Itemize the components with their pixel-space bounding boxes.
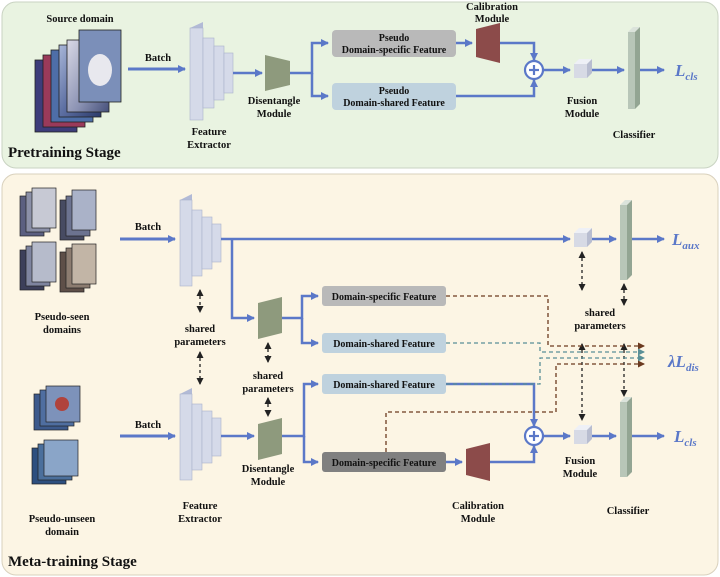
pseudo-unseen-images <box>31 385 81 485</box>
pretrain-feature-extractor-label-2: Extractor <box>187 140 231 151</box>
pretrain-specific-label-1: Pseudo <box>379 33 410 44</box>
pretrain-calibration-label-2: Module <box>475 14 510 25</box>
pretrain-specific-label-2: Domain-specific Feature <box>342 45 447 56</box>
meta-bottom-specific-label: Domain-specific Feature <box>332 458 437 469</box>
source-domain-images <box>34 29 122 133</box>
meta-bottom-disentangle-module <box>258 418 282 460</box>
meta-bottom-classifier <box>620 397 632 477</box>
meta-training-stage-title: Meta-training Stage <box>8 554 137 570</box>
pretrain-fusion-label-2: Module <box>565 109 600 120</box>
meta-classifier-label: Classifier <box>607 506 650 517</box>
pretrain-shared-label-2: Domain-shared Feature <box>343 98 445 109</box>
pretrain-calibration-module <box>476 23 500 63</box>
meta-top-shared-box <box>322 333 446 353</box>
meta-loss-aux: Laux <box>671 230 700 252</box>
pretrain-calibration-label-1: Calibration <box>466 2 518 13</box>
meta-feature-extractor-label-1: Feature <box>183 501 218 512</box>
pseudo-seen-images <box>19 187 97 293</box>
pretrain-fusion-module <box>574 59 592 78</box>
meta-batch-bottom-label: Batch <box>135 420 161 431</box>
shared-params-left-1: shared <box>185 324 215 335</box>
pretrain-disentangle-label-1: Disentangle <box>248 96 301 107</box>
meta-top-feature-extractor <box>179 194 222 287</box>
pretrain-loss-cls: Lcls <box>674 61 698 83</box>
pseudo-unseen-label-1: Pseudo-unseen <box>29 514 96 525</box>
meta-bottom-feature-extractor <box>179 388 222 481</box>
pretrain-batch-label: Batch <box>145 53 171 64</box>
pretrain-disentangle-label-2: Module <box>257 109 292 120</box>
pretrain-feature-extractor <box>189 22 234 121</box>
meta-top-specific-label: Domain-specific Feature <box>332 292 437 303</box>
pretrain-plus-icon <box>523 59 545 81</box>
pretraining-stage-title: Pretraining Stage <box>8 145 121 161</box>
meta-fusion-label-1: Fusion <box>565 456 596 467</box>
pretrain-fusion-label-1: Fusion <box>567 96 598 107</box>
pretrain-classifier <box>628 27 640 109</box>
shared-params-mid-2: parameters <box>242 384 293 395</box>
source-domain-label: Source domain <box>46 14 113 25</box>
meta-feature-extractor-label-2: Extractor <box>178 514 222 525</box>
meta-calibration-label-1: Calibration <box>452 501 504 512</box>
meta-bottom-specific-box <box>322 452 446 472</box>
meta-loss-cls: Lcls <box>673 427 697 449</box>
meta-top-shared-label: Domain-shared Feature <box>333 339 435 350</box>
meta-top-disentangle-module <box>258 297 282 339</box>
pretrain-classifier-label: Classifier <box>613 130 656 141</box>
shared-params-right-1: shared <box>585 308 615 319</box>
pretrain-specific-feature-box <box>332 30 456 57</box>
meta-plus-icon <box>523 425 545 447</box>
shared-params-mid-1: shared <box>253 371 283 382</box>
meta-top-specific-box <box>322 286 446 306</box>
meta-bottom-shared-label: Domain-shared Feature <box>333 380 435 391</box>
pseudo-seen-label-2: domains <box>43 325 81 336</box>
meta-loss-dis: λLdis <box>667 352 699 374</box>
pseudo-seen-label-1: Pseudo-seen <box>35 312 90 323</box>
meta-calibration-label-2: Module <box>461 514 496 525</box>
meta-disentangle-label-2: Module <box>251 477 286 488</box>
meta-batch-top-label: Batch <box>135 222 161 233</box>
shared-params-right-2: parameters <box>574 321 625 332</box>
pretrain-shared-label-1: Pseudo <box>379 86 410 97</box>
pretrain-feature-extractor-label-1: Feature <box>192 127 227 138</box>
meta-top-classifier <box>620 200 632 280</box>
meta-disentangle-label-1: Disentangle <box>242 464 295 475</box>
pretrain-shared-feature-box <box>332 83 456 110</box>
shared-params-left-2: parameters <box>174 337 225 348</box>
dis-dashed-lines <box>385 295 645 452</box>
meta-fusion-module <box>574 425 592 444</box>
meta-calibration-module <box>466 443 490 481</box>
pseudo-unseen-label-2: domain <box>45 527 79 538</box>
meta-top-fusion-cube <box>574 228 592 247</box>
meta-bottom-shared-box <box>322 374 446 394</box>
pretrain-disentangle-module <box>265 55 290 91</box>
meta-fusion-label-2: Module <box>563 469 598 480</box>
